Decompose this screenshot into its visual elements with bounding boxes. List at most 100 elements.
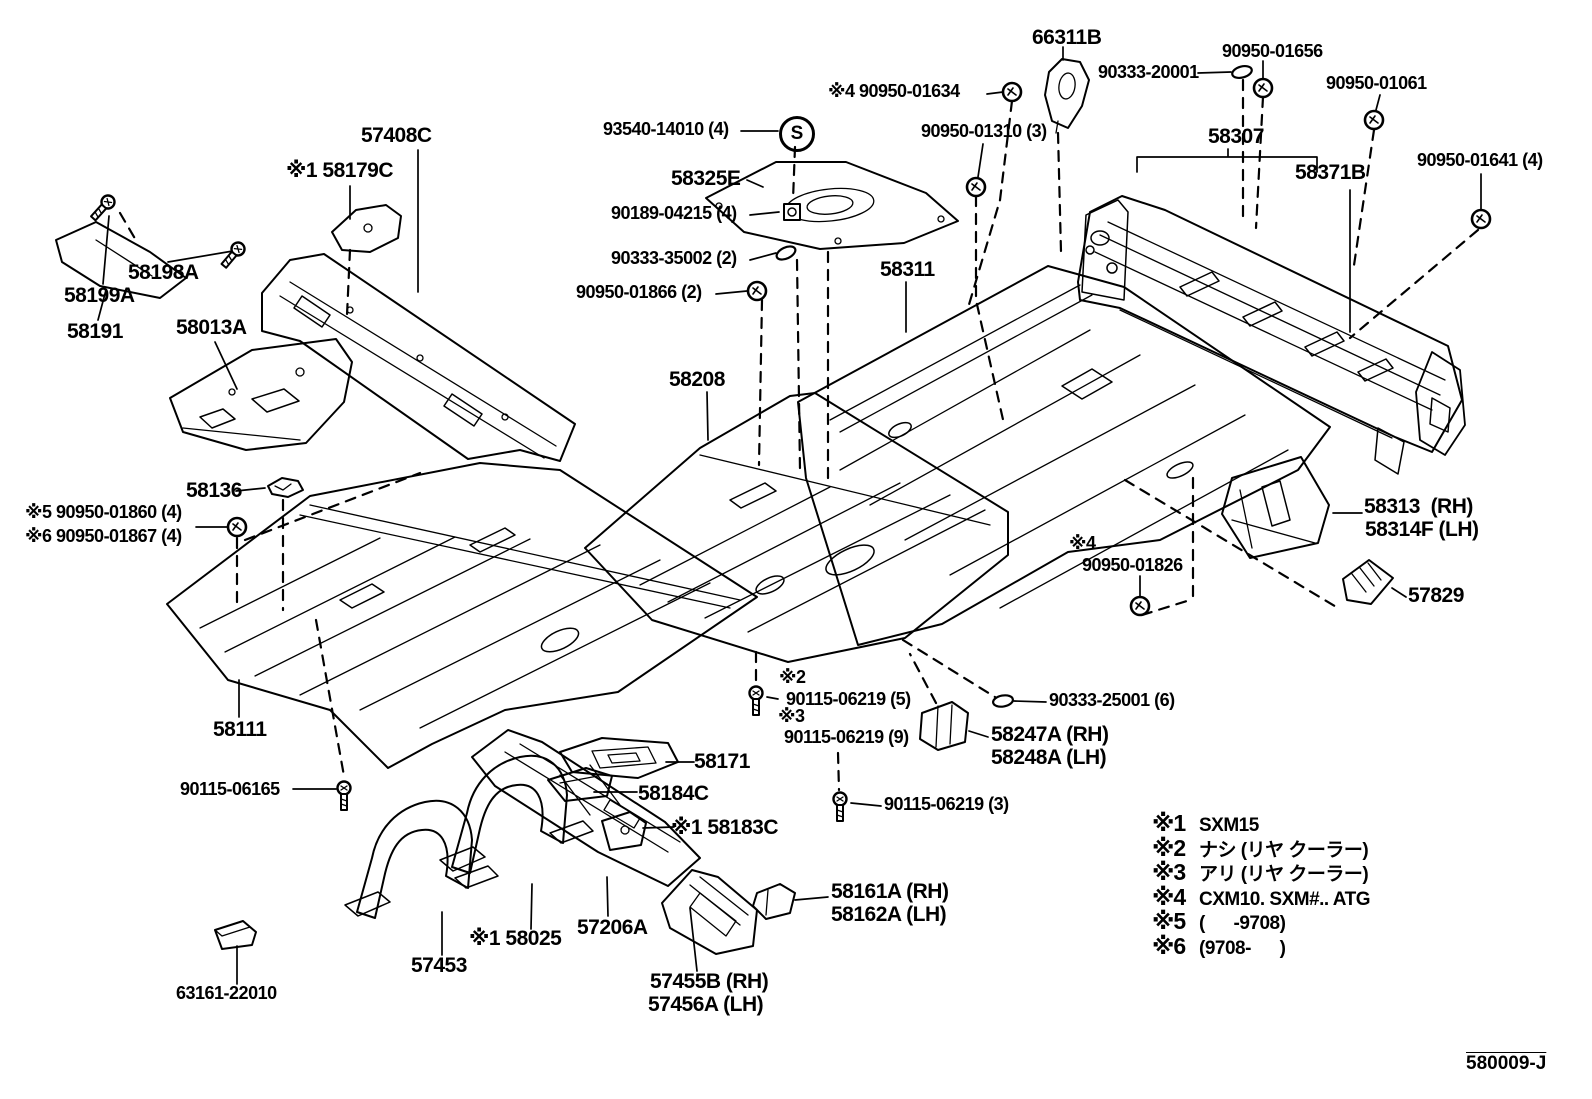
part-label-58161A-RH: 58161A (RH) xyxy=(831,880,949,903)
part-label-58313-RH: 58313 (RH) xyxy=(1364,495,1473,518)
bolt-icon xyxy=(87,191,119,224)
part-66311b-hook xyxy=(1045,59,1089,133)
part-label-90950-01656: 90950-01656 xyxy=(1222,41,1323,61)
grommet-icon xyxy=(746,280,768,302)
leader-lines xyxy=(98,47,1481,984)
legend-value: ナシ (リヤ クーラー) xyxy=(1199,839,1369,861)
part-label-57456A-LH: 57456A (LH) xyxy=(648,993,764,1016)
grommet-icon xyxy=(1129,595,1151,617)
part-label-93540-14010-4: 93540-14010 (4) xyxy=(603,119,729,139)
part-label-58162A-LH: 58162A (LH) xyxy=(831,903,947,926)
part-58025-crossmember xyxy=(440,756,593,873)
grommet-icon xyxy=(226,516,248,538)
spot-weld-symbol: S xyxy=(779,116,815,152)
part-58111-floor-pan-front xyxy=(167,463,757,768)
part-label-58136: 58136 xyxy=(186,479,242,502)
part-label-90333-25001-6: 90333-25001 (6) xyxy=(1049,690,1175,710)
legend-row: ※5 ( -9708) xyxy=(1152,908,1370,934)
part-label-58325E: 58325E xyxy=(671,167,741,190)
part-63161-pad xyxy=(215,921,256,949)
footnote-legend: ※1 SXM15 ※2 ナシ (リヤ クーラー) ※3 アリ (リヤ クーラー)… xyxy=(1152,810,1370,959)
legend-value: SXM15 xyxy=(1199,815,1259,836)
bolt-icon xyxy=(336,780,352,812)
part-label-90950-01826: 90950-01826 xyxy=(1082,555,1183,575)
part-label-90189-04215-4: 90189-04215 (4) xyxy=(611,203,737,223)
part-label-58247A-RH: 58247A (RH) xyxy=(991,723,1109,746)
grommet-icon xyxy=(965,176,987,198)
part-58208-floor-pan-center xyxy=(585,393,1008,662)
part-label-58111: 58111 xyxy=(213,718,267,741)
part-label-90333-35002-2: 90333-35002 (2) xyxy=(611,248,737,268)
part-label-58311: 58311 xyxy=(880,258,935,281)
part-label-90950-01866-2: 90950-01866 (2) xyxy=(576,282,702,302)
legend-row: ※2 ナシ (リヤ クーラー) xyxy=(1152,834,1370,861)
part-label-90950-01061: 90950-01061 xyxy=(1326,73,1427,93)
part-label-90333-20001: 90333-20001 xyxy=(1098,62,1199,82)
part-57206a-crossmember xyxy=(472,730,700,886)
legend-value: ( -9708) xyxy=(1199,913,1286,934)
part-label-6-90950-01867-4: ※6 90950-01867 (4) xyxy=(25,526,182,546)
bolt-icon xyxy=(832,791,848,823)
legend-value: (9708- ) xyxy=(1199,937,1286,959)
part-label-3: ※3 xyxy=(778,706,805,726)
part-label-58248A-LH: 58248A (LH) xyxy=(991,746,1107,769)
legend-value: アリ (リヤ クーラー) xyxy=(1199,864,1369,885)
part-label-5-90950-01860-4: ※5 90950-01860 (4) xyxy=(25,502,182,522)
part-label-1-58179C: ※1 58179C xyxy=(286,159,394,182)
part-label-58314F-LH: 58314F (LH) xyxy=(1365,518,1479,541)
part-label-58371B: 58371B xyxy=(1295,161,1366,184)
part-label-4: ※4 xyxy=(1069,533,1096,553)
part-label-57453: 57453 xyxy=(411,954,467,977)
part-57408c-crossmember xyxy=(262,254,575,461)
part-label-90950-01641-4: 90950-01641 (4) xyxy=(1417,150,1543,170)
part-57455b-member xyxy=(662,870,757,954)
legend-value: CXM10. SXM#.. ATG xyxy=(1199,888,1370,910)
part-label-90115-06219-3: 90115-06219 (3) xyxy=(884,794,1009,814)
clip-icon xyxy=(1229,62,1255,82)
part-58325e-service-hole-cover xyxy=(706,162,958,249)
part-label-58199A: 58199A xyxy=(64,284,135,307)
alignment-lines xyxy=(120,80,1478,790)
grommet-icon xyxy=(1363,109,1385,131)
part-label-58307: 58307 xyxy=(1208,125,1264,148)
part-label-58208: 58208 xyxy=(669,368,725,391)
legend-row: ※1 SXM15 xyxy=(1152,810,1370,836)
grommet-icon xyxy=(1252,77,1274,99)
clip-icon xyxy=(773,242,799,264)
legend-row: ※6 (9708- ) xyxy=(1152,932,1370,959)
grommet-icon xyxy=(1470,208,1492,230)
part-label-4-90950-01634: ※4 90950-01634 xyxy=(828,81,960,101)
part-58136-clip xyxy=(268,478,303,497)
part-label-63161-22010: 63161-22010 xyxy=(176,983,277,1003)
part-label-58191: 58191 xyxy=(67,320,123,343)
part-label-58171: 58171 xyxy=(694,750,750,773)
part-label-90115-06219-5: 90115-06219 (5) xyxy=(786,689,911,709)
grommet-icon xyxy=(1001,81,1023,103)
legend-key: ※6 xyxy=(1152,932,1186,959)
bolt-icon xyxy=(748,685,764,717)
legend-row: ※3 アリ (リヤ クーラー) xyxy=(1152,859,1370,885)
bolt-icon xyxy=(217,238,249,272)
part-57829-clip xyxy=(1343,560,1393,604)
part-58161a-bracket xyxy=(753,884,795,919)
spot-weld-symbol-letter: S xyxy=(790,123,804,144)
part-58013a-panel xyxy=(170,339,352,450)
part-label-90115-06219-9: 90115-06219 (9) xyxy=(784,727,909,747)
part-58311-floor-pan-rear xyxy=(798,266,1330,645)
part-label-66311B: 66311B xyxy=(1032,26,1102,49)
part-label-57829: 57829 xyxy=(1408,584,1464,607)
part-label-1-58025: ※1 58025 xyxy=(469,927,562,950)
legend-key: ※3 xyxy=(1152,859,1186,885)
part-label-1-58183C: ※1 58183C xyxy=(671,816,779,839)
part-label-57455B-RH: 57455B (RH) xyxy=(650,970,769,993)
part-58307-rear-end-panel xyxy=(1078,196,1465,474)
legend-key: ※2 xyxy=(1152,834,1186,861)
part-58191-bracket-cluster xyxy=(56,222,186,298)
part-label-57206A: 57206A xyxy=(577,916,648,939)
legend-row: ※4 CXM10. SXM#.. ATG xyxy=(1152,884,1370,910)
part-57453-crossmember xyxy=(345,801,498,918)
part-label-90115-06165: 90115-06165 xyxy=(180,779,280,799)
part-label-57408C: 57408C xyxy=(361,124,432,147)
